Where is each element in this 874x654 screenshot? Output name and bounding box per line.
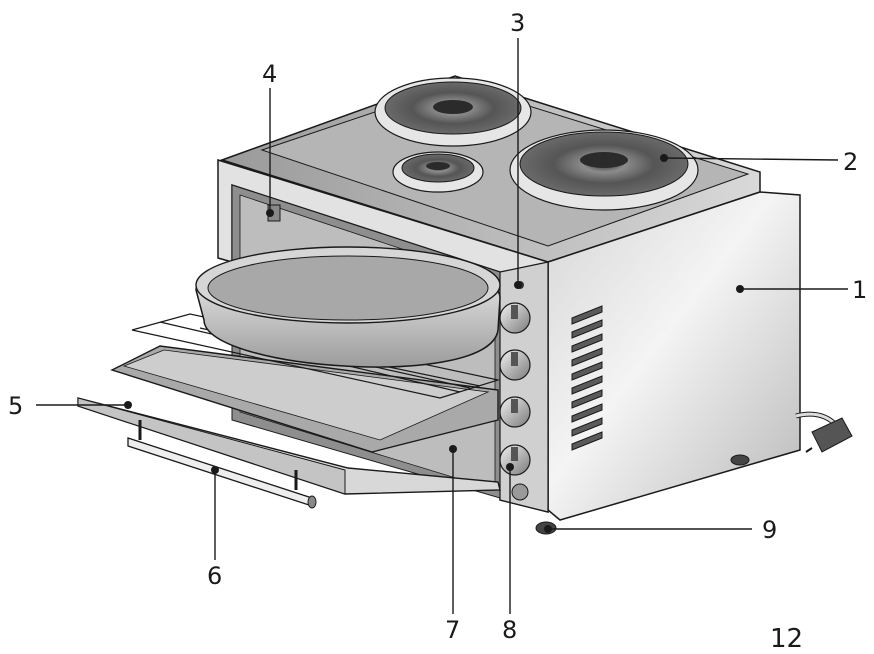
callout-2: 2 (843, 148, 858, 176)
callout-6: 6 (207, 562, 222, 590)
main-hotplate (509, 129, 699, 211)
control-knob[interactable] (499, 349, 531, 381)
large-hotplate (374, 77, 532, 147)
power-cord (795, 411, 853, 453)
callout-4: 4 (262, 60, 277, 88)
callout-5: 5 (8, 392, 23, 420)
page-number: 12 (770, 624, 804, 654)
timer-knob[interactable] (499, 444, 531, 476)
callout-3: 3 (510, 9, 525, 37)
control-knob[interactable] (499, 302, 531, 334)
control-panel (499, 261, 549, 513)
side-vents (571, 305, 603, 451)
callout-9: 9 (762, 516, 777, 544)
power-indicator (511, 483, 529, 501)
callout-1: 1 (852, 276, 867, 304)
round-baking-pan (195, 246, 501, 368)
callout-leaders (36, 38, 848, 614)
callout-8: 8 (502, 616, 517, 644)
callout-labels: 1 2 3 4 5 6 7 8 9 (8, 9, 867, 644)
oven-door (77, 397, 501, 495)
callout-7: 7 (445, 616, 460, 644)
door-handle[interactable] (127, 420, 317, 509)
baking-tray (110, 345, 499, 453)
foot (730, 454, 750, 466)
small-hotplate (392, 151, 484, 193)
control-knob[interactable] (499, 396, 531, 428)
